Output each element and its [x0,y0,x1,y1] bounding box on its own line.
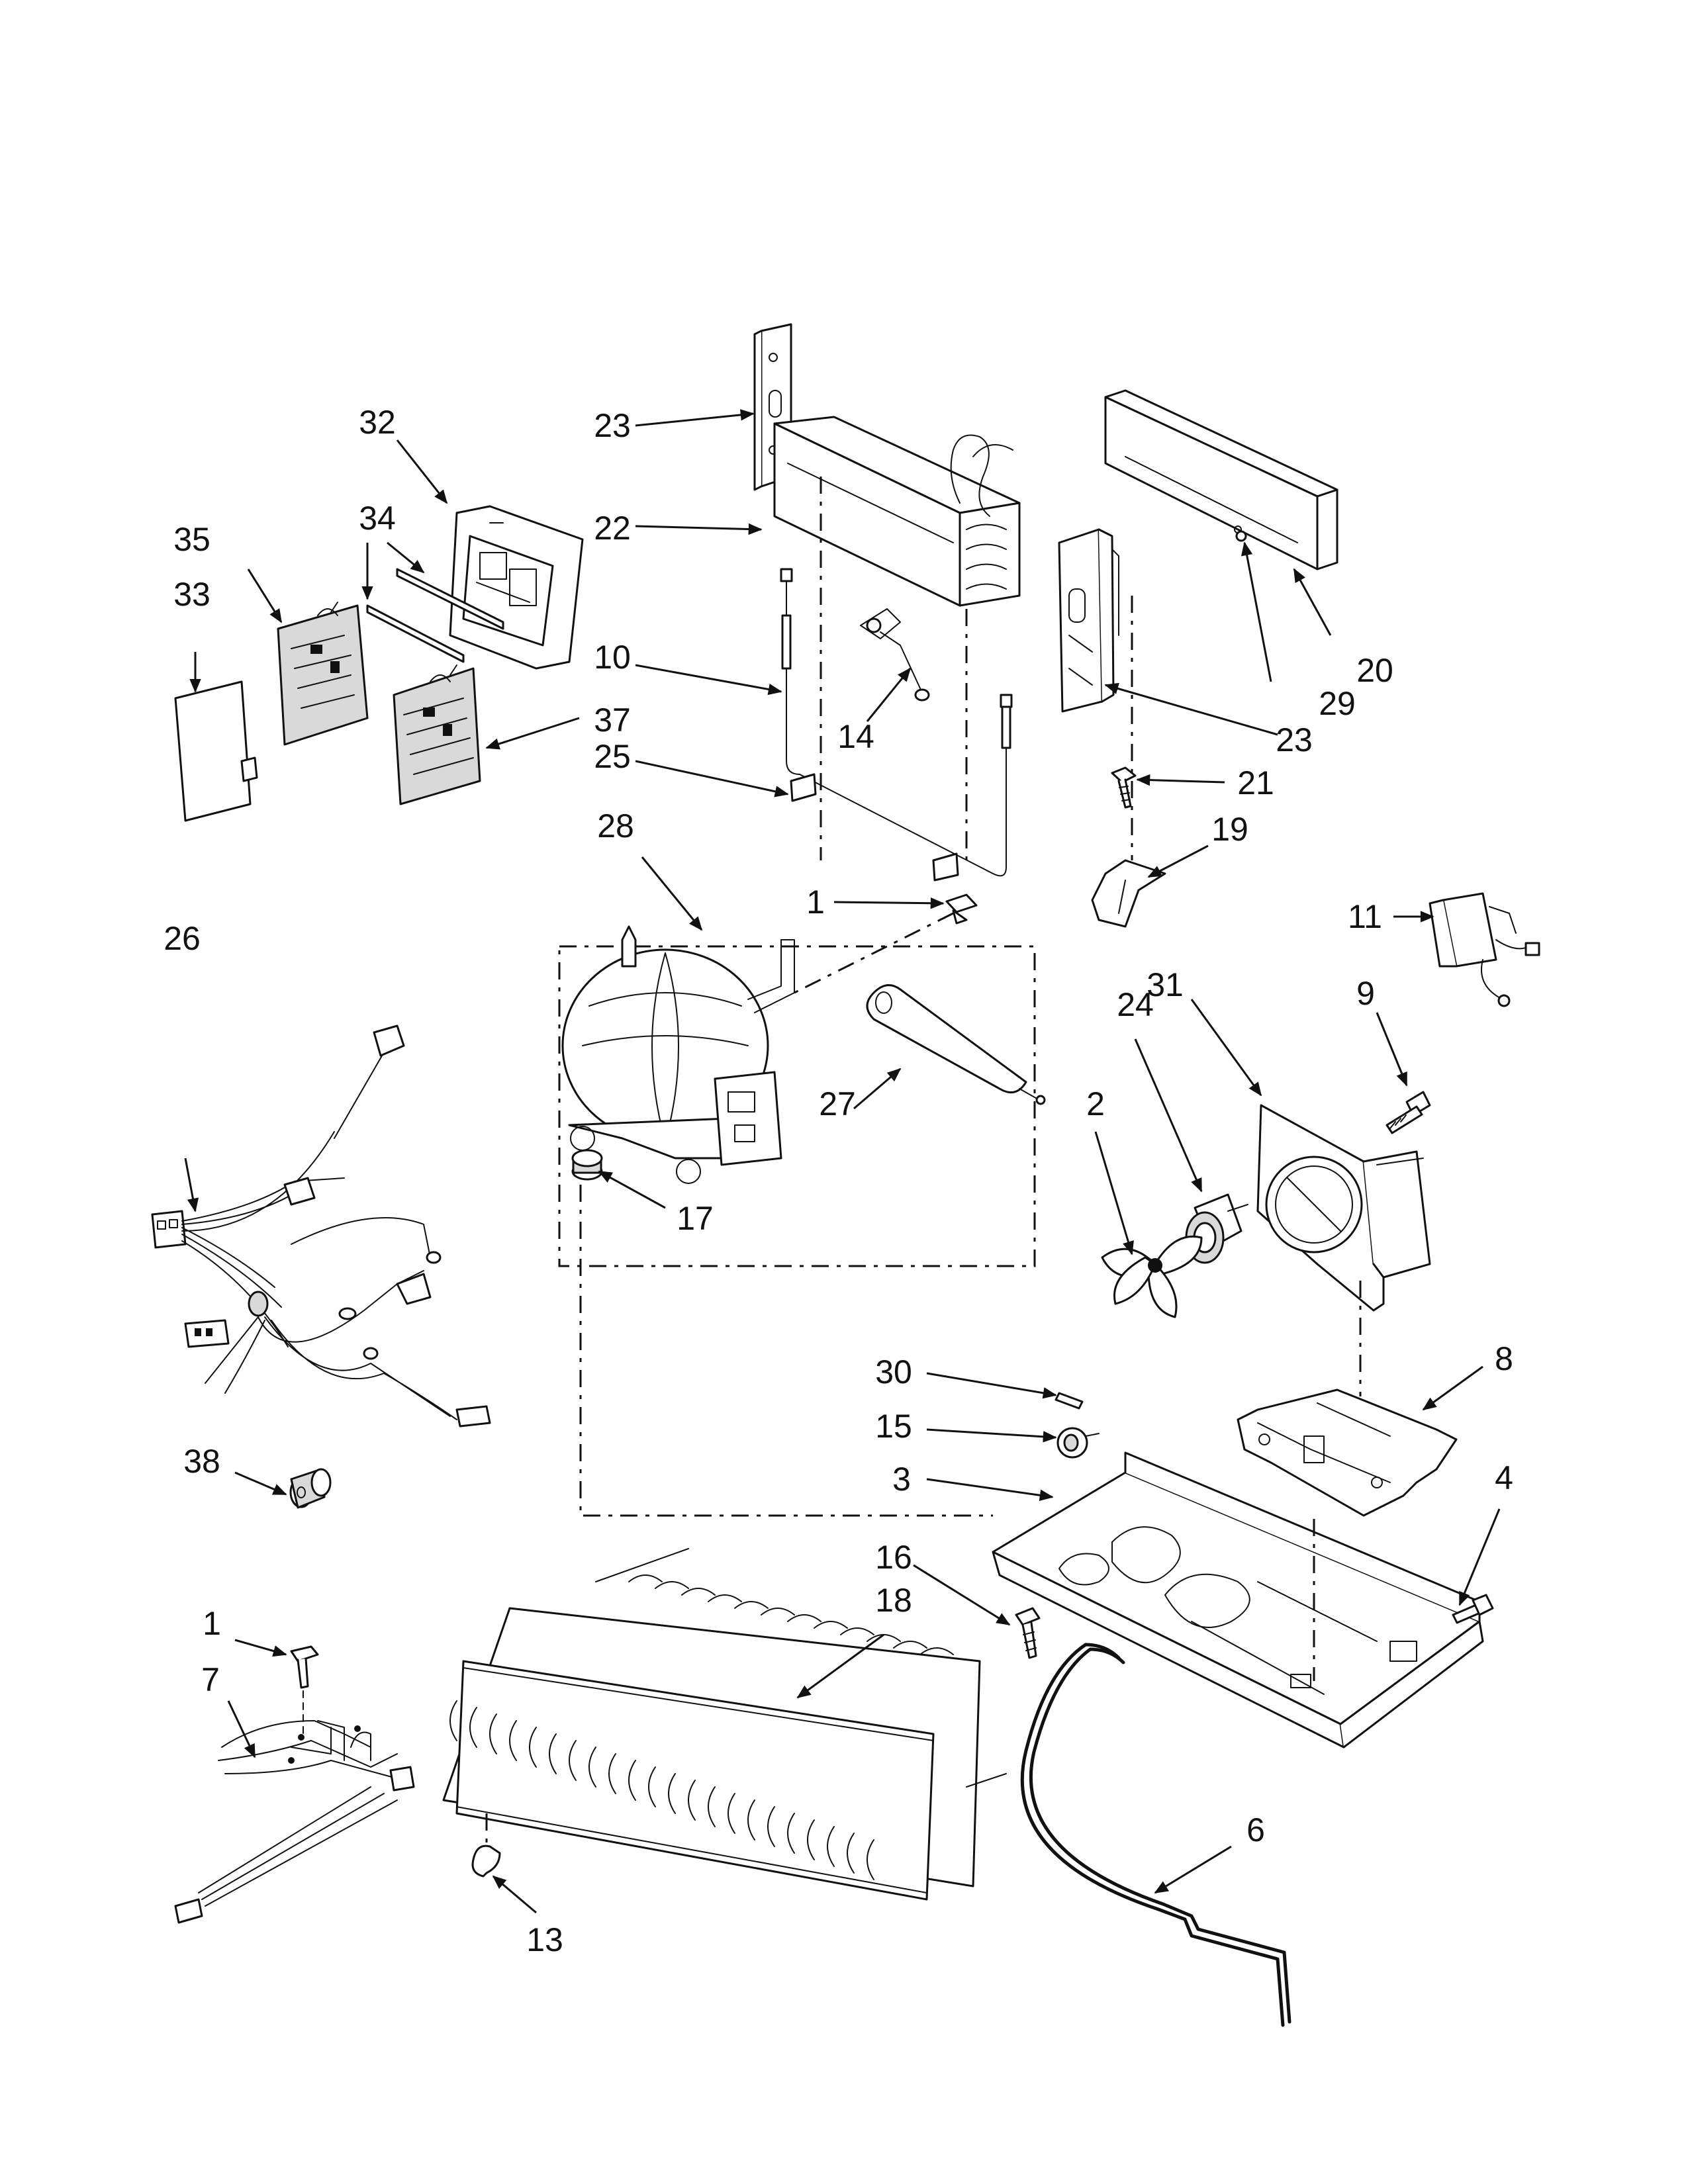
callout-28: 28 [597,807,634,844]
callout-20: 20 [1356,652,1393,689]
condenser-fan-blade [1101,1235,1203,1318]
callout-1-upper: 1 [806,884,825,921]
callout-labels: 1 1 2 3 4 6 7 8 9 10 11 13 14 15 16 17 1… [164,404,1513,1958]
callout-29: 29 [1319,685,1356,722]
callout-26: 26 [164,920,201,957]
callout-33: 33 [173,576,211,613]
defrost-heater [780,568,1013,877]
callout-9: 9 [1356,975,1375,1012]
wire-harness [151,1024,491,1428]
drain-bracket [1091,859,1166,928]
control-board-secondary [393,664,481,805]
callout-2: 2 [1086,1085,1105,1122]
plug [289,1468,332,1509]
screw [1235,530,1247,542]
heater-tabs [790,773,959,882]
compressor-kit-outline [558,945,1036,1267]
callout-37: 37 [594,702,631,739]
condenser-fan-motor [1185,1193,1248,1264]
filter-drier [866,984,1046,1105]
callout-30: 30 [875,1353,912,1390]
callout-17: 17 [677,1200,714,1237]
callout-23-upper: 23 [594,407,631,444]
base-screw [1015,1607,1041,1659]
drain-tube [1020,1643,1291,2027]
callout-13: 13 [526,1921,563,1958]
callout-15: 15 [875,1408,912,1445]
control-mounting-frame [449,505,584,670]
grommet [571,1149,603,1181]
control-cover [174,680,258,822]
evaporator-bracket-right [1058,528,1119,713]
base-pan [992,1451,1484,1749]
callout-23-right: 23 [1276,721,1313,758]
callout-16: 16 [875,1539,912,1576]
callout-34: 34 [359,500,396,537]
fan-shroud [1256,1104,1431,1312]
callout-3: 3 [892,1461,911,1498]
callout-1-lower: 1 [203,1605,221,1642]
condenser [442,1548,1007,1901]
callout-21: 21 [1237,764,1274,801]
callout-6: 6 [1246,1811,1265,1848]
harness-screw [290,1645,319,1735]
callout-38: 38 [183,1443,220,1480]
callout-25: 25 [594,738,631,775]
callout-27: 27 [819,1085,856,1122]
defrost-thermostat [860,608,930,702]
mounting-screw [1452,1594,1494,1624]
callout-18: 18 [875,1582,912,1619]
callout-24: 24 [1117,986,1154,1023]
condenser-wiring [174,1720,415,1924]
start-relay [1429,892,1540,1007]
assembly-connectors [485,477,1362,1846]
callout-8: 8 [1495,1340,1513,1377]
callout-11: 11 [1348,898,1382,935]
compressor [561,925,795,1184]
evaporator [773,416,1021,607]
ground-screw [945,893,978,925]
callout-4: 4 [1495,1459,1513,1496]
leader-arrows [184,409,1501,1914]
compressor-grommet [1056,1427,1100,1459]
callout-10: 10 [594,639,631,676]
condenser-clip [471,1844,501,1878]
pin [1055,1392,1084,1410]
callout-22: 22 [594,510,631,547]
bracket-screw [1111,766,1137,809]
callout-31: 31 [1147,966,1184,1003]
shoulder-screw [1385,1091,1431,1134]
callout-7: 7 [201,1661,220,1698]
callout-35: 35 [173,521,211,558]
control-board [277,602,369,746]
callout-19: 19 [1211,811,1248,848]
callout-32: 32 [359,404,396,441]
compressor-bracket [1237,1388,1458,1517]
control-strips [366,568,504,663]
callout-14: 14 [837,718,874,755]
evaporator-cover [1104,389,1338,570]
